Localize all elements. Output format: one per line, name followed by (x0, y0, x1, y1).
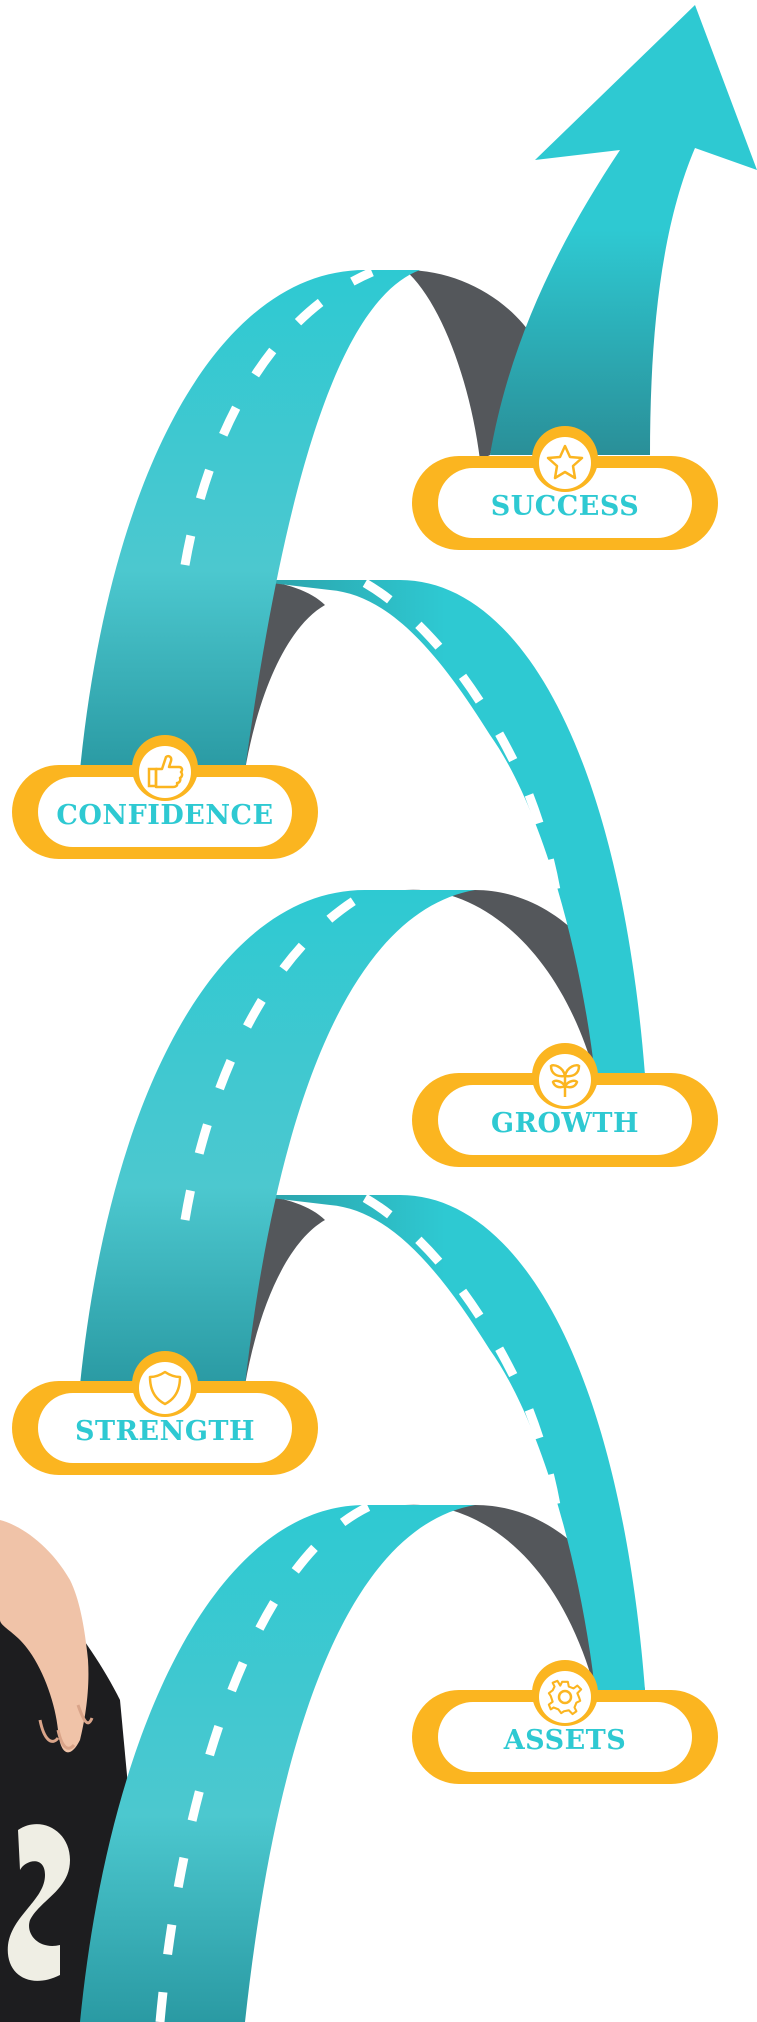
milestone-label: SUCCESS (491, 491, 640, 522)
milestone-badge-success: SUCCESS (412, 426, 718, 550)
star-icon (546, 444, 584, 480)
gear-icon (547, 1679, 583, 1716)
milestone-badge-confidence: CONFIDENCE (12, 735, 318, 859)
milestone-badge-growth: GROWTH (412, 1043, 718, 1167)
milestone-badge-strength: STRENGTH (12, 1351, 318, 1475)
milestone-label: GROWTH (491, 1108, 639, 1139)
milestone-label: CONFIDENCE (56, 800, 273, 831)
shield-icon (148, 1370, 182, 1406)
thumbs-up-icon (147, 754, 184, 789)
road-arch-assets (80, 1500, 645, 2022)
sprout-icon (549, 1064, 581, 1097)
road-arch-success (80, 267, 535, 770)
milestone-label: ASSETS (503, 1725, 627, 1756)
milestone-label: STRENGTH (75, 1416, 255, 1447)
milestone-badge-assets: ASSETS (412, 1660, 718, 1784)
success-arrow (490, 5, 757, 455)
road-arch-growth (80, 886, 645, 1385)
